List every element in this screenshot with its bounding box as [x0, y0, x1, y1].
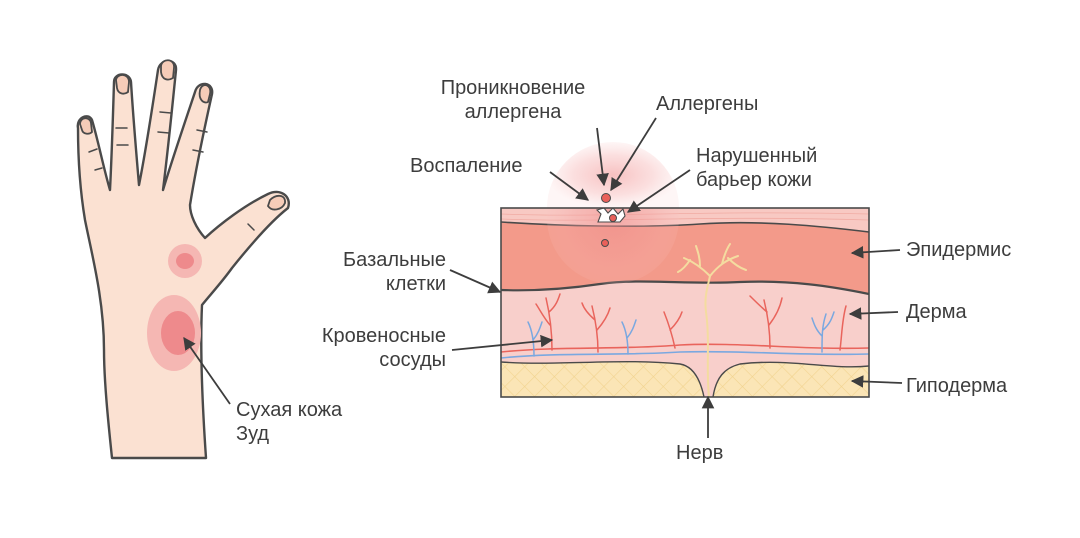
index-nail: [198, 84, 212, 104]
rash-spot-large-core: [161, 311, 195, 355]
allergen-particle-low: [601, 239, 609, 247]
rash-spot-small-core: [176, 253, 194, 269]
penetration-pointer: [596, 127, 609, 187]
allergen-particle-mid: [609, 214, 617, 222]
vessels-pointer: [451, 334, 554, 351]
penetration-label-line1: Проникновение: [440, 77, 586, 99]
thumb-nail: [267, 194, 286, 211]
hand-illustration: [76, 59, 290, 460]
pinky-nail: [79, 117, 93, 135]
basal-label: Базальные клетки: [300, 248, 446, 296]
allergens-label: Аллергены: [656, 93, 759, 115]
dry-skin-label-line1: Сухая кожа: [236, 399, 343, 421]
vessels-label-line1: Кровеносные: [321, 325, 446, 347]
hypodermis-pointer: [850, 375, 903, 388]
penetration-label: Проникновение аллергена: [418, 76, 608, 124]
inflammation-halo: [547, 208, 679, 284]
nerve-label: Нерв: [676, 442, 724, 464]
artery-horizontal: [501, 343, 869, 353]
penetration-label-line2: аллергена: [464, 101, 562, 123]
hypodermis-label: Гиподерма: [906, 375, 1008, 397]
vessels-label: Кровеносные сосуды: [290, 324, 446, 372]
hypodermis-layer: [501, 361, 869, 397]
dermis-pointer: [848, 307, 899, 320]
dry-skin-pointer: [183, 336, 231, 405]
nerve-fiber: [677, 243, 747, 397]
barrier-pointer: [626, 169, 691, 213]
cross-section-frame: [500, 207, 870, 398]
skin-cross-section: [501, 208, 869, 397]
basal-pointer: [449, 269, 502, 294]
basal-cell-line: [501, 280, 869, 296]
barrier-label-line2: барьер кожи: [696, 169, 812, 191]
middle-nail: [160, 59, 175, 81]
basal-label-line1: Базальные: [343, 249, 446, 271]
vein-horizontal: [501, 350, 869, 359]
dermis-label: Дерма: [906, 301, 967, 323]
epidermis-label: Эпидермис: [906, 239, 1012, 261]
finger-creases: [88, 111, 255, 231]
itch-label: Зуд: [236, 423, 270, 445]
ring-nail: [115, 74, 130, 95]
inflammation-pointer: [549, 171, 590, 201]
barrier-label: Нарушенный барьер кожи: [696, 144, 817, 192]
epidermis-pointer: [850, 246, 901, 259]
blue-capillaries: [527, 311, 835, 357]
allergen-particle-top: [601, 193, 611, 203]
barrier-label-line1: Нарушенный: [696, 145, 818, 167]
basal-label-line2: клетки: [385, 273, 446, 295]
inflammation-label: Воспаление: [410, 155, 523, 177]
allergens-pointer: [610, 117, 657, 192]
inflammation-halo-top: [547, 142, 679, 208]
dry-skin-label: Сухая кожа Зуд: [236, 398, 342, 446]
vessels-label-line2: сосуды: [379, 349, 446, 371]
